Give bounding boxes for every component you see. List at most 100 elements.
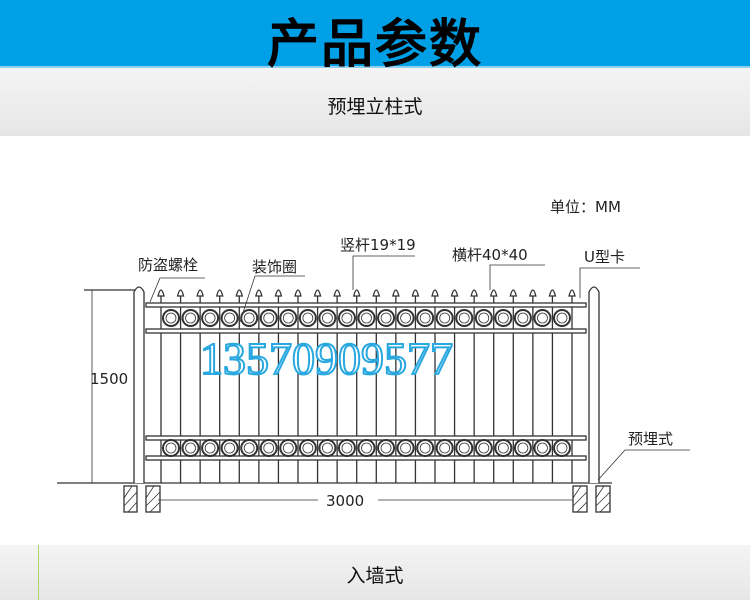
- decorative-ring-inner: [341, 312, 353, 324]
- decorative-ring: [259, 309, 278, 327]
- decorative-ring-inner: [165, 442, 177, 454]
- hatch: [127, 501, 138, 513]
- decorative-ring-inner: [263, 442, 275, 454]
- decorative-ring: [337, 309, 356, 327]
- height-dimension: 1500: [90, 370, 128, 388]
- decorative-ring-inner: [517, 442, 529, 454]
- decorative-ring: [435, 439, 454, 457]
- horizontal-rail: [145, 328, 587, 334]
- hatch: [572, 491, 588, 507]
- picket-finial: [352, 289, 361, 297]
- leader-line: [149, 277, 205, 303]
- decorative-ring: [181, 309, 200, 327]
- picket-finial: [176, 289, 185, 297]
- decorative-ring-inner: [302, 442, 314, 454]
- unit-label: 单位：MM: [550, 198, 621, 216]
- decorative-ring-inner: [282, 312, 294, 324]
- decorative-ring: [513, 439, 532, 457]
- footing: [595, 485, 611, 513]
- picket-finial: [568, 289, 576, 297]
- decorative-ring: [533, 309, 552, 327]
- decorative-ring-inner: [439, 442, 451, 454]
- decorative-ring-inner: [321, 312, 333, 324]
- decorative-ring: [201, 439, 220, 457]
- label-horizontal-bar: 横杆40*40: [452, 246, 528, 264]
- picket-finial: [489, 289, 498, 297]
- picket-finial: [333, 289, 341, 297]
- decorative-ring-inner: [478, 442, 490, 454]
- picket-finial: [255, 289, 263, 297]
- decorative-ring-inner: [204, 312, 216, 324]
- footing: [123, 485, 138, 513]
- decorative-ring: [240, 309, 259, 327]
- hatch: [123, 485, 133, 499]
- post: [588, 286, 600, 483]
- decorative-ring: [377, 439, 396, 457]
- horizontal-rail: [145, 302, 587, 308]
- decorative-ring-inner: [458, 312, 470, 324]
- footing: [572, 485, 588, 513]
- decorative-ring: [396, 439, 415, 457]
- decorative-ring: [318, 309, 337, 327]
- hatch: [599, 501, 611, 513]
- decorative-ring: [533, 439, 552, 457]
- post: [133, 286, 145, 483]
- decorative-ring: [553, 439, 571, 457]
- decorative-ring-inner: [419, 312, 431, 324]
- decorative-ring-inner: [243, 442, 255, 454]
- picket-finial: [313, 289, 322, 297]
- decorative-ring-inner: [537, 312, 548, 324]
- decorative-ring: [162, 309, 180, 327]
- section-title: 入墙式: [346, 565, 404, 587]
- label-vertical-bar: 竖杆19*19: [340, 236, 416, 254]
- picket-finial: [235, 289, 244, 297]
- picket-finial: [196, 289, 204, 297]
- decorative-ring-inner: [243, 312, 255, 324]
- decorative-ring: [357, 309, 376, 327]
- decorative-ring: [240, 439, 259, 457]
- leader-line: [239, 275, 305, 323]
- hatch: [123, 491, 138, 507]
- section-header-wall-mounted: 入墙式: [0, 545, 750, 600]
- section-header-embedded-post: 预埋立柱式: [0, 68, 750, 136]
- hatch: [145, 491, 161, 507]
- width-dimension: 3000: [326, 492, 364, 510]
- picket-finial: [294, 289, 302, 297]
- decorative-ring: [455, 439, 474, 457]
- decorative-ring: [298, 309, 317, 327]
- footing: [145, 485, 161, 513]
- phone-watermark: 13570909577: [200, 333, 453, 384]
- decorative-ring-inner: [439, 312, 451, 324]
- decorative-ring: [220, 309, 239, 327]
- decorative-ring: [318, 439, 337, 457]
- page-title: 产品参数: [266, 15, 483, 75]
- decorative-ring: [279, 439, 298, 457]
- decorative-ring: [494, 309, 513, 327]
- label-bolt: 防盗螺栓: [138, 256, 198, 274]
- decorative-ring-inner: [419, 442, 431, 454]
- decorative-ring: [474, 439, 493, 457]
- decorative-ring-inner: [361, 442, 372, 454]
- decorative-ring-inner: [458, 442, 470, 454]
- header-banner: 产品参数: [0, 0, 750, 75]
- decorative-ring-inner: [497, 312, 509, 324]
- decorative-ring: [435, 309, 454, 327]
- decorative-ring-inner: [185, 312, 196, 324]
- hatch: [595, 491, 611, 507]
- hatch: [145, 485, 155, 499]
- decorative-ring: [181, 439, 200, 457]
- decorative-ring: [513, 309, 532, 327]
- picket-finial: [411, 289, 420, 297]
- decorative-ring: [279, 309, 298, 327]
- decorative-ring: [259, 439, 278, 457]
- decorative-ring-inner: [361, 312, 372, 324]
- decorative-ring: [162, 439, 180, 457]
- decorative-ring: [201, 309, 220, 327]
- decorative-ring-inner: [321, 442, 333, 454]
- hatch: [572, 485, 582, 499]
- label-embedded: 预埋式: [628, 430, 673, 448]
- leader-line: [579, 267, 640, 298]
- decorative-ring-inner: [400, 312, 412, 324]
- picket-finial: [215, 289, 224, 297]
- decorative-ring-inner: [224, 312, 236, 324]
